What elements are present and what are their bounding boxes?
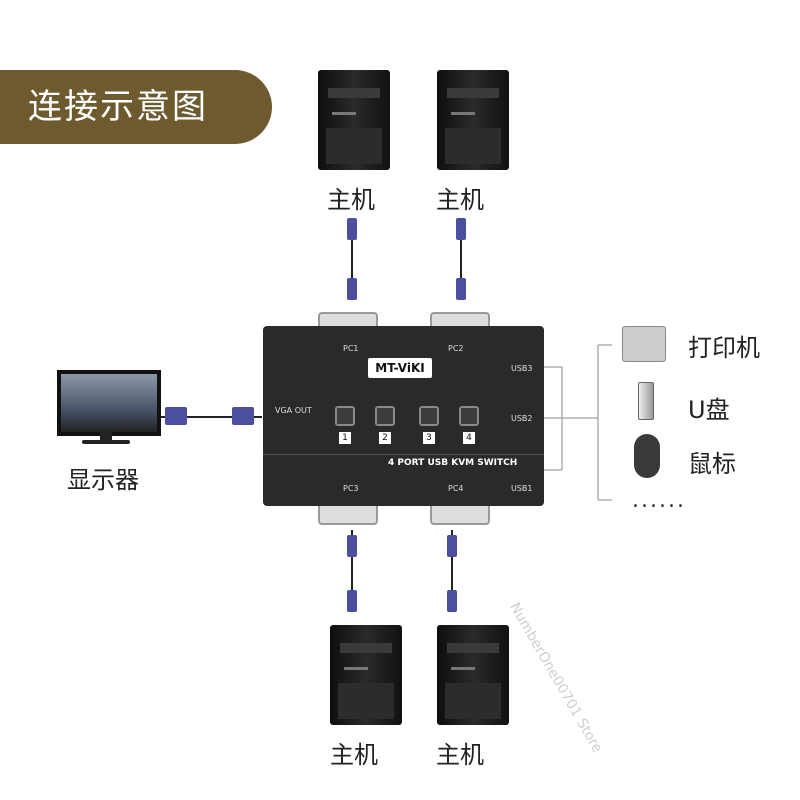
more-devices: ...... bbox=[632, 488, 686, 513]
host-label: 主机 bbox=[436, 741, 484, 769]
mouse-label: 鼠标 bbox=[688, 450, 736, 478]
vga-port-icon bbox=[318, 503, 378, 525]
vga-plug-icon bbox=[347, 218, 357, 240]
monitor-label: 显示器 bbox=[67, 466, 139, 494]
vga-plug-icon bbox=[347, 590, 357, 612]
vga-plug-icon bbox=[347, 535, 357, 557]
monitor-icon bbox=[57, 370, 161, 436]
port-label: PC4 bbox=[448, 484, 464, 493]
switch-button-4[interactable] bbox=[459, 406, 479, 426]
printer-icon bbox=[622, 326, 666, 362]
button-label: 2 bbox=[379, 432, 391, 444]
switch-button-3[interactable] bbox=[419, 406, 439, 426]
vga-plug-icon bbox=[347, 278, 357, 300]
pc-tower-icon bbox=[318, 70, 390, 170]
vga-plug-icon bbox=[447, 535, 457, 557]
button-label: 1 bbox=[339, 432, 351, 444]
usb-drive-label: U盘 bbox=[688, 396, 730, 424]
kvm-switch: MT-ViKI PC1 PC2 PC3 PC4 USB3 USB2 USB1 V… bbox=[263, 326, 544, 506]
port-label: PC3 bbox=[343, 484, 359, 493]
monitor-base bbox=[82, 440, 130, 444]
page-title: 连接示意图 bbox=[28, 87, 208, 127]
vga-port-icon bbox=[430, 503, 490, 525]
button-label: 4 bbox=[463, 432, 475, 444]
host-label: 主机 bbox=[327, 186, 375, 214]
pc-tower-icon bbox=[330, 625, 402, 725]
usb-port-label: USB2 bbox=[511, 414, 533, 423]
host-label: 主机 bbox=[330, 741, 378, 769]
vga-plug-icon bbox=[165, 407, 187, 425]
usb-port-label: USB3 bbox=[511, 364, 533, 373]
title-banner: 连接示意图 bbox=[0, 70, 272, 144]
pc-tower-icon bbox=[437, 70, 509, 170]
kvm-brand: MT-ViKI bbox=[368, 358, 432, 378]
usb-drive-icon bbox=[638, 382, 654, 420]
button-label: 3 bbox=[423, 432, 435, 444]
kvm-model: 4 PORT USB KVM SWITCH bbox=[388, 458, 518, 468]
vga-plug-icon bbox=[456, 278, 466, 300]
usb-port-label: USB1 bbox=[511, 484, 533, 493]
vga-plug-icon bbox=[456, 218, 466, 240]
port-label: PC1 bbox=[343, 344, 359, 353]
switch-button-1[interactable] bbox=[335, 406, 355, 426]
host-label: 主机 bbox=[436, 186, 484, 214]
vga-out-label: VGA OUT bbox=[275, 406, 312, 415]
divider bbox=[263, 454, 544, 455]
vga-plug-icon bbox=[447, 590, 457, 612]
switch-button-2[interactable] bbox=[375, 406, 395, 426]
mouse-icon bbox=[634, 434, 660, 478]
port-label: PC2 bbox=[448, 344, 464, 353]
monitor-stand bbox=[100, 432, 112, 440]
pc-tower-icon bbox=[437, 625, 509, 725]
printer-label: 打印机 bbox=[688, 334, 760, 362]
vga-plug-icon bbox=[232, 407, 254, 425]
